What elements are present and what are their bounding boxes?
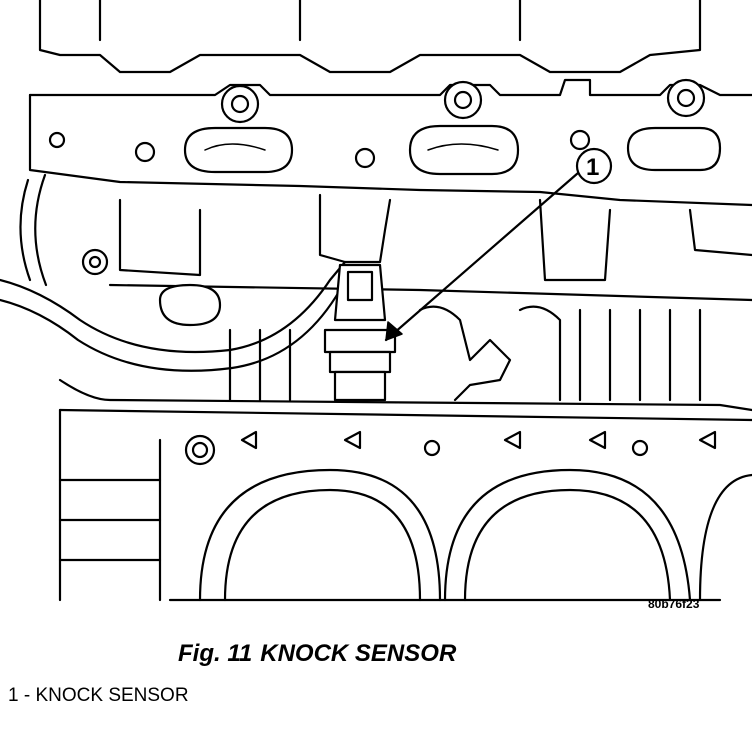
figure-number: Fig. 11 <box>178 640 253 667</box>
legend-separator: - <box>18 685 36 706</box>
callout-number-1: 1 <box>586 154 599 181</box>
legend-label: KNOCK SENSOR <box>35 685 189 706</box>
reference-code: 80b76f23 <box>648 597 700 611</box>
callout-1: 1 <box>384 147 613 342</box>
wiring-harness <box>0 173 347 372</box>
engine-block-deck <box>58 408 752 602</box>
head-bolt-bosses <box>220 78 706 124</box>
head-gasket-openings <box>48 124 722 176</box>
legend-number: 1 <box>8 685 19 706</box>
knock-sensor <box>323 263 397 402</box>
lower-head-bosses <box>81 193 752 282</box>
engine-block-illustration: 1 <box>0 0 752 602</box>
figure-title: Fig. 11 KNOCK SENSOR <box>178 640 464 668</box>
cylinder-head-top <box>28 0 752 207</box>
figure-title-text: KNOCK SENSOR <box>260 640 457 667</box>
legend-item: 1 - KNOCK SENSOR <box>8 685 189 707</box>
engine-block-upper <box>58 283 752 412</box>
